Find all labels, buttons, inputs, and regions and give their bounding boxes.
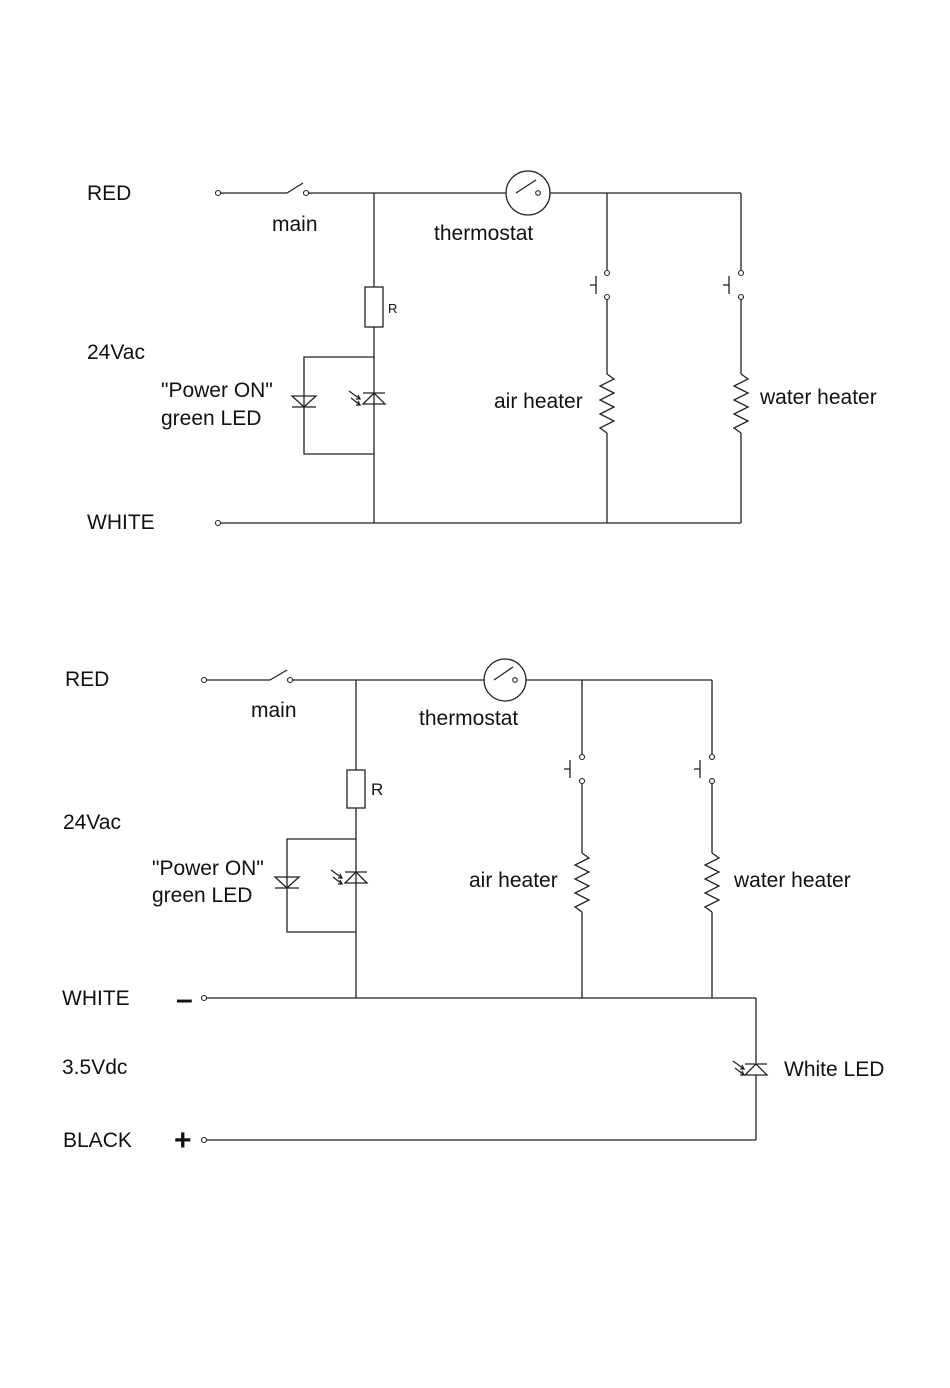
top-air-heater-pushbutton (590, 271, 610, 300)
bottom-air-heater-pushbutton (564, 755, 585, 784)
bottom-water-heater-pushbutton (694, 755, 715, 784)
bottom-label-thermostat: thermostat (419, 707, 518, 730)
bottom-label-water-heater: water heater (733, 869, 851, 892)
bottom-label-white: WHITE (62, 987, 130, 1010)
bottom-label-white-led: White LED (784, 1058, 884, 1081)
bottom-power-on-led (331, 870, 367, 884)
bottom-label-power-on: "Power ON" (152, 857, 264, 880)
top-label-thermostat: thermostat (434, 222, 533, 245)
top-main-switch (287, 183, 309, 196)
top-white-rail (216, 521, 742, 526)
bottom-black-rail (202, 1138, 757, 1143)
top-red-rail (216, 171, 742, 215)
bottom-water-heater-resistor (705, 853, 719, 912)
top-label-resistor-r: R (388, 301, 397, 316)
top-water-heater-resistor (734, 374, 748, 433)
bottom-label-resistor-r: R (371, 780, 383, 799)
bottom-black-terminal (202, 1138, 207, 1143)
top-label-white: WHITE (87, 511, 155, 534)
bottom-thermostat-symbol (484, 659, 526, 701)
bottom-label-24vac: 24Vac (63, 811, 121, 834)
bottom-label-plus: + (174, 1124, 192, 1157)
bottom-label-green-led: green LED (152, 884, 252, 907)
bottom-red-terminal (202, 678, 207, 683)
top-label-main: main (272, 213, 318, 236)
bottom-diagram: RED main thermostat 24Vac R "Power ON" g… (62, 659, 884, 1157)
top-resistor-r (365, 287, 383, 327)
top-thermostat-symbol (506, 171, 550, 215)
bottom-resistor-r (347, 770, 365, 808)
bottom-label-black: BLACK (63, 1129, 132, 1152)
bottom-air-heater-resistor (575, 853, 589, 912)
bottom-main-switch (270, 670, 293, 683)
top-label-24vac: 24Vac (87, 341, 145, 364)
top-led-branch (292, 193, 385, 523)
top-white-terminal (216, 521, 221, 526)
top-power-on-led (349, 391, 385, 405)
top-air-heater-branch (590, 193, 614, 523)
bottom-white-rail (202, 996, 757, 1001)
bottom-red-rail (202, 659, 713, 701)
bottom-air-heater-branch (564, 680, 589, 998)
bottom-white-terminal (202, 996, 207, 1001)
bottom-led-branch (275, 680, 367, 998)
bottom-label-main: main (251, 699, 297, 722)
top-air-heater-resistor (600, 374, 614, 433)
top-red-terminal (216, 191, 221, 196)
top-water-heater-branch (723, 193, 748, 523)
bottom-label-3-5vdc: 3.5Vdc (62, 1056, 127, 1079)
bottom-white-led-branch (733, 998, 767, 1140)
top-label-green-led: green LED (161, 407, 261, 430)
top-label-power-on: "Power ON" (161, 379, 273, 402)
top-water-heater-pushbutton (723, 271, 744, 300)
bottom-label-air-heater: air heater (469, 869, 558, 892)
bottom-label-minus: – (176, 983, 193, 1016)
bottom-label-red: RED (65, 668, 109, 691)
bottom-white-led (733, 1061, 767, 1075)
top-label-water-heater: water heater (759, 386, 877, 409)
bottom-water-heater-branch (694, 680, 719, 998)
top-label-red: RED (87, 182, 131, 205)
top-label-air-heater: air heater (494, 390, 583, 413)
top-diagram: RED main thermostat 24Vac R "Power ON" g… (87, 171, 877, 534)
